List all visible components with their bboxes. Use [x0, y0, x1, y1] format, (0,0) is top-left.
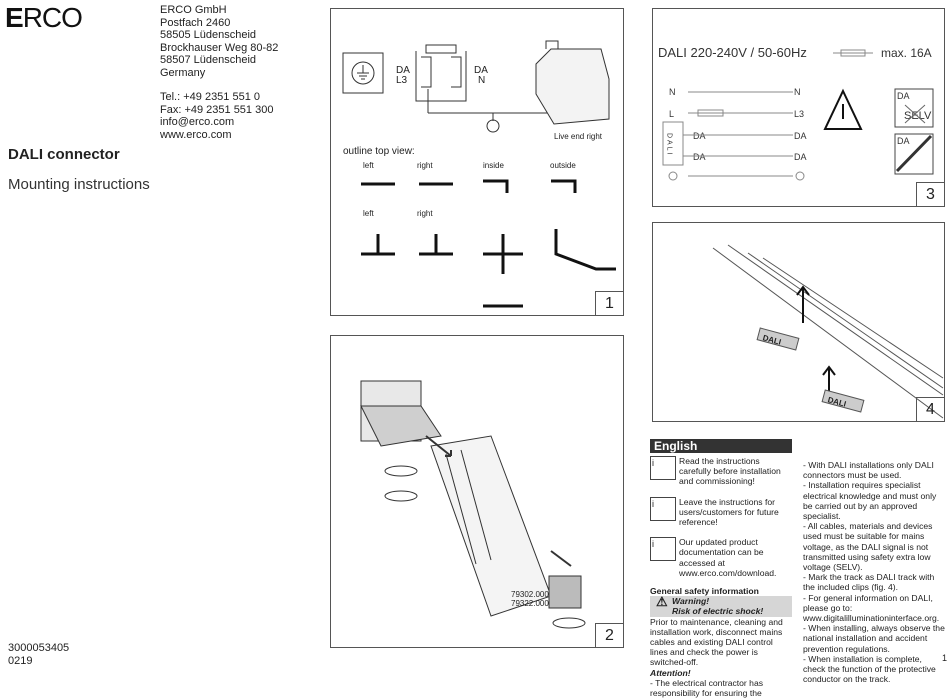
warning-title: Warning! [672, 596, 710, 607]
company-address: ERCO GmbH Postfach 2460 58505 Lüdenschei… [160, 4, 278, 141]
email-link[interactable]: info@erco.com [160, 116, 235, 128]
clip-part [548, 575, 582, 609]
track-marking-diagram: DALI DALI [712, 244, 944, 419]
mounting-diagram: 79302.000 79322.000 [360, 380, 586, 629]
safety-heading: General safety information [650, 586, 759, 597]
address-line: Postfach 2460 [160, 16, 231, 29]
safety-paragraph: - With DALI installations only DALI conn… [803, 460, 934, 481]
terminal-da: DA [794, 152, 807, 162]
terminal-n: N [794, 87, 801, 97]
safety-paragraph: - Installation requires specialist elect… [803, 480, 937, 522]
figure-1-panel: DA L3 DA N Live end right outline top vi… [330, 8, 624, 316]
page-number: 1 [941, 653, 947, 663]
figure-2-panel: 79302.000 79322.000 2 [330, 335, 624, 648]
label-da: DA [396, 65, 410, 76]
figure-number: 2 [595, 623, 623, 647]
selv-da: DA [897, 91, 910, 101]
warning-icon: ⚠ [656, 594, 668, 610]
erco-logo: ERCO [5, 2, 83, 34]
date-code: 0219 [8, 655, 33, 667]
loop-da: DA [897, 136, 910, 146]
part-number: 79322.000 [511, 599, 549, 608]
figure-number: 3 [916, 182, 944, 206]
wiring-diagram: DALI 220-240V / 50-60Hz max. 16A N L DA … [658, 45, 934, 181]
product-title: DALI connector [8, 146, 120, 163]
address-line: Germany [160, 66, 206, 79]
bookshelf-icon: i [650, 496, 676, 521]
figure-3-panel: DALI 220-240V / 50-60Hz max. 16A N L DA … [652, 8, 945, 207]
label-l3: L3 [396, 75, 408, 86]
document-subtitle: Mounting instructions [8, 176, 150, 193]
label-inside: inside [483, 161, 504, 170]
rotate-arrow-icon [552, 617, 586, 629]
track [430, 435, 552, 617]
part-number: 79302.000 [511, 590, 549, 599]
earth-icon [486, 119, 500, 133]
earth-box [342, 52, 384, 94]
figure-4-panel: DALI DALI 4 [652, 222, 945, 422]
no-loop-icon [895, 134, 933, 173]
figure-number: 4 [916, 397, 944, 421]
safety-paragraph: - When installation is complete, check t… [803, 653, 936, 685]
terminal-da: DA [693, 131, 706, 141]
safety-paragraph: Prior to maintenance, cleaning and insta… [650, 616, 783, 668]
attention-label: Attention! [650, 667, 691, 678]
logo-rest: RCO [22, 2, 83, 33]
label-right: right [417, 209, 433, 218]
outline-heading: outline top view: [343, 146, 415, 157]
language-header: English [650, 439, 792, 453]
earth-icon [351, 61, 375, 85]
terminal-da: DA [693, 152, 706, 162]
dali-box-label: DALI [666, 133, 673, 157]
warning-text: Risk of electric shock! [672, 606, 764, 617]
earth-icon [668, 171, 678, 181]
warning-icon [823, 88, 863, 130]
selv-crossed: SELV [904, 110, 932, 122]
logo-bold: E [5, 2, 24, 33]
icon-text: Read the instructions carefully before i… [679, 456, 781, 487]
phone: Tel.: +49 2351 551 0 [160, 91, 260, 103]
warning-box: ⚠ Warning!Risk of electric shock! [650, 594, 792, 617]
label-n: N [478, 75, 485, 86]
website-link[interactable]: www.erco.com [160, 128, 232, 141]
label-outside: outside [550, 161, 576, 170]
label-da: DA [474, 65, 488, 76]
label-left: left [363, 161, 374, 170]
address-line: Brockhauser Weg 80-82 [160, 41, 279, 54]
fuse-label: max. 16A [881, 46, 932, 60]
safety-paragraph: - For general information on DALI, pleas… [803, 592, 940, 624]
figure-number: 1 [595, 291, 623, 315]
icon-text: Our updated product documentation can be… [679, 537, 777, 578]
web-manual-icon: i [650, 537, 676, 562]
terminal-n: N [669, 87, 676, 97]
safety-paragraph: - Mark the track as DALI track with the … [803, 572, 935, 593]
rotate-arrow-icon [384, 465, 418, 477]
fax: Fax: +49 2351 551 300 [160, 103, 274, 116]
label-left: left [363, 209, 374, 218]
label-right: right [417, 161, 433, 170]
address-line: ERCO GmbH [160, 4, 227, 16]
article-code: 3000053405 [8, 642, 70, 654]
earth-icon [795, 171, 805, 181]
icon-text: Leave the instructions for users/custome… [679, 496, 779, 528]
live-end-label: Live end right [554, 132, 603, 141]
address-line: 58505 Lüdenscheid [160, 29, 257, 41]
document-codes: 3000053405 0219 [8, 642, 69, 668]
rotate-arrow-icon [384, 490, 418, 502]
terminal-l3: L3 [794, 109, 804, 119]
terminal-da: DA [794, 131, 807, 141]
safety-paragraph: - The electrical contractor has responsi… [650, 677, 764, 698]
supply-label: DALI 220-240V / 50-60Hz [658, 45, 807, 60]
safety-paragraph: - All cables, materials and devices used… [803, 521, 933, 573]
wiring-outline-diagram: DA L3 DA N Live end right outline top vi… [342, 40, 616, 308]
safety-paragraph: - When installing, always observe the na… [803, 623, 945, 654]
terminal-l: L [669, 109, 674, 119]
address-line: 58507 Lüdenscheid [160, 54, 257, 66]
read-manual-icon: i [650, 456, 676, 480]
text-column-right: - With DALI installations only DALI conn… [803, 438, 945, 684]
